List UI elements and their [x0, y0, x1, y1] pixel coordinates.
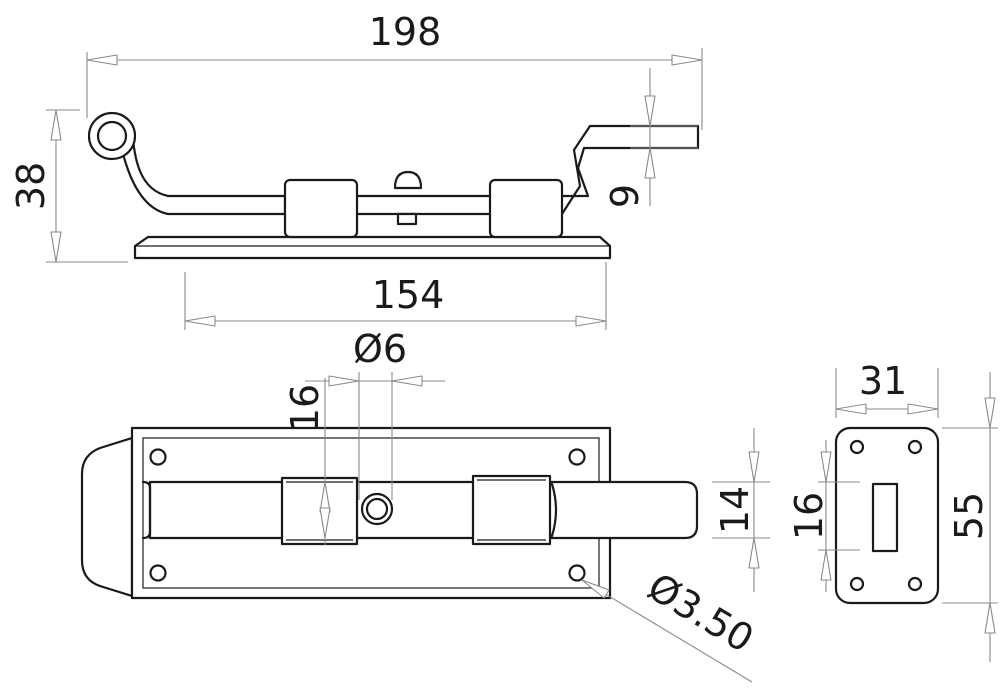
keeper-hole-bl — [849, 576, 865, 592]
dim-55-arrow-top — [984, 397, 996, 429]
side-knob-stem — [396, 212, 418, 226]
dim-d6-label: Ø6 — [353, 327, 407, 371]
side-view — [87, 111, 700, 260]
top-hole-tr — [568, 448, 586, 466]
dim-154-arrow-left — [184, 315, 216, 327]
dim-d350-leader — [581, 579, 753, 683]
dim-31-arrow-right — [907, 403, 939, 415]
dim-9-arrow-top — [644, 95, 656, 127]
dim-55-label: 55 — [947, 492, 991, 540]
side-guide-left — [283, 178, 359, 239]
side-base-plate — [133, 235, 612, 260]
dim-38-arrow-top — [50, 109, 62, 141]
keeper-slot — [871, 482, 899, 553]
dim-16-keeper-arrow-top — [820, 451, 832, 483]
keeper-view — [834, 426, 940, 605]
dim-d350-arrow — [581, 579, 610, 599]
dim-154-arrow-right — [575, 315, 607, 327]
keeper-hole-tl — [849, 439, 865, 455]
dim-31-label: 31 — [859, 359, 907, 403]
side-knob — [393, 170, 423, 190]
top-bolt-bar-end — [141, 480, 152, 540]
dim-198-label: 198 — [369, 10, 442, 54]
side-guide-right — [488, 178, 564, 239]
top-bolt-bar-curve — [550, 482, 558, 538]
dim-9-arrow-bottom — [644, 147, 656, 179]
dim-198-arrow-right — [671, 54, 703, 66]
dim-14-arrow-top — [748, 451, 760, 483]
keeper-dimensions: 31 55 16 — [787, 359, 998, 662]
keeper-hole-tr — [907, 439, 923, 455]
dim-55-arrow-bottom — [984, 602, 996, 634]
dim-d350-label: Ø3.50 — [640, 565, 761, 662]
dim-38-label: 38 — [9, 162, 53, 210]
top-hole-tl — [149, 448, 167, 466]
dim-16-keeper-arrow-bottom — [820, 549, 832, 581]
side-bolt-rod — [120, 126, 287, 216]
dim-198-arrow-left — [86, 54, 118, 66]
dim-14-label: 14 — [713, 486, 757, 534]
top-end-cap — [80, 436, 134, 598]
keeper-hole-br — [907, 576, 923, 592]
dim-d6-arrow-right — [391, 375, 423, 387]
top-hole-bl — [149, 564, 167, 582]
top-guide-right — [471, 474, 552, 546]
top-hole-br — [568, 564, 586, 582]
side-bolt-curl-inner — [96, 120, 128, 152]
dim-9-label: 9 — [603, 184, 647, 208]
dim-14-arrow-bottom — [748, 537, 760, 569]
dim-31-arrow-left — [835, 403, 867, 415]
top-guide-left — [280, 476, 359, 546]
dim-154-label: 154 — [372, 273, 445, 317]
dim-16-bolt-label: 16 — [283, 384, 327, 432]
top-view — [80, 426, 699, 600]
side-dimensions: 198 154 38 9 — [9, 10, 703, 330]
dim-16-keeper-label: 16 — [787, 492, 831, 540]
dim-38-arrow-bottom — [50, 231, 62, 263]
top-bolt-bar — [148, 480, 699, 540]
dim-d6-arrow-left — [328, 375, 360, 387]
top-knob-inner — [365, 497, 389, 521]
dim-16-bolt-arrow-bottom — [319, 507, 331, 539]
